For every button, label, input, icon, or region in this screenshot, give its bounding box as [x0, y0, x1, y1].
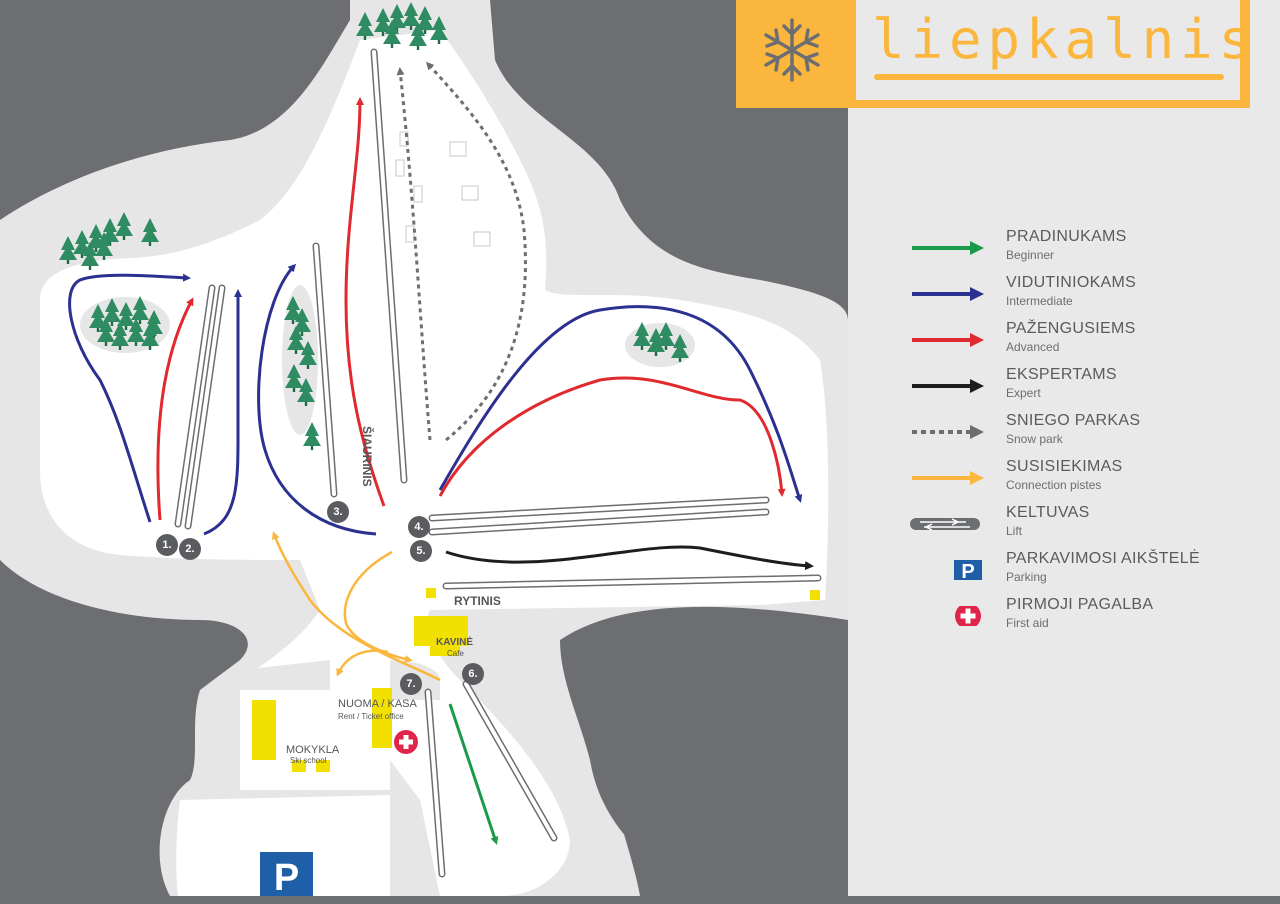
legend-item-first-aid: PIRMOJI PAGALBA First aid [906, 596, 1266, 646]
lift-number-3: 3. [327, 501, 349, 523]
snow-park-icon [912, 425, 984, 439]
intermediate-icon [912, 287, 984, 301]
logo-underline [874, 74, 1224, 80]
parking-icon: P [260, 852, 313, 899]
beginner-icon [912, 241, 984, 255]
legend-title: SNIEGO PARKAS [1006, 412, 1141, 429]
runs-connection [272, 531, 441, 682]
logo-inner [856, 0, 1240, 100]
legend-item-expert: EKSPERTAMS Expert [906, 366, 1266, 416]
lift-number-6: 6. [462, 663, 484, 685]
run-beginner [448, 703, 499, 845]
run-expert [445, 545, 814, 571]
parking-lot [176, 795, 390, 896]
legend-subtitle: Intermediate [1006, 294, 1073, 308]
first-aid-icon [955, 606, 981, 626]
lift-number-4: 4. [408, 516, 430, 538]
rental-sublabel: Rent / Ticket office [338, 712, 404, 721]
lift-number-7: 7. [400, 673, 422, 695]
advanced-icon [912, 333, 984, 347]
runs-snowpark [396, 61, 527, 442]
school-sublabel: Ski school [290, 756, 327, 765]
legend-title: VIDUTINIOKAMS [1006, 274, 1137, 291]
legend-item-intermediate: VIDUTINIOKAMS Intermediate [906, 274, 1266, 324]
legend-title: PAŽENGUSIEMS [1006, 320, 1136, 337]
legend-subtitle: Advanced [1006, 340, 1060, 354]
legend-subtitle: Connection pistes [1006, 478, 1102, 492]
rental-label: NUOMA / KASA [338, 698, 417, 710]
lift-number-1: 1. [156, 534, 178, 556]
legend-item-advanced: PAŽENGUSIEMS Advanced [906, 320, 1266, 370]
legend-subtitle: Expert [1006, 386, 1041, 400]
legend-title: KELTUVAS [1006, 504, 1090, 521]
legend-item-beginner: PRADINUKAMS Beginner [906, 228, 1266, 278]
lift-number-2: 2. [179, 538, 201, 560]
legend-item-lift: KELTUVAS Lift [906, 504, 1266, 554]
legend-subtitle: First aid [1006, 616, 1049, 630]
legend-subtitle: Beginner [1006, 248, 1055, 262]
legend-title: SUSISIEKIMAS [1006, 458, 1123, 475]
legend-subtitle: Snow park [1006, 432, 1063, 446]
school-label: MOKYKLA [286, 744, 340, 756]
parking-icon: P [954, 560, 982, 580]
cafe-label: KAVINĖ [436, 637, 474, 648]
cafe-sublabel: Cafe [447, 649, 464, 658]
expert-icon [912, 379, 984, 393]
legend-item-snow-park: SNIEGO PARKAS Snow park [906, 412, 1266, 462]
legend-title: EKSPERTAMS [1006, 366, 1117, 383]
runs-intermediate [68, 263, 803, 536]
lift-number-5: 5. [410, 540, 432, 562]
legend-subtitle: Lift [1006, 524, 1023, 538]
area-label-north: ŠIAURINIS [360, 426, 374, 487]
legend-item-parking: P PARKAVIMOSI AIKŠTELĖ Parking [906, 550, 1266, 600]
legend-item-connection: SUSISIEKIMAS Connection pistes [906, 458, 1266, 508]
legend-title: PIRMOJI PAGALBA [1006, 596, 1154, 613]
snowflake-icon [764, 18, 820, 82]
legend-subtitle: Parking [1006, 570, 1047, 584]
brand-logo: liepkalnis [872, 8, 1258, 71]
legend-panel [848, 0, 1280, 896]
runs-advanced [156, 97, 786, 521]
piste-area-main [40, 30, 829, 896]
legend-title: PRADINUKAMS [1006, 228, 1127, 245]
parking-letter: P [961, 561, 974, 580]
area-label-east: RYTINIS [454, 594, 501, 608]
connection-icon [912, 471, 984, 485]
first-aid-icon [394, 730, 418, 754]
lift-icon [910, 518, 980, 531]
legend-title: PARKAVIMOSI AIKŠTELĖ [1006, 550, 1200, 567]
